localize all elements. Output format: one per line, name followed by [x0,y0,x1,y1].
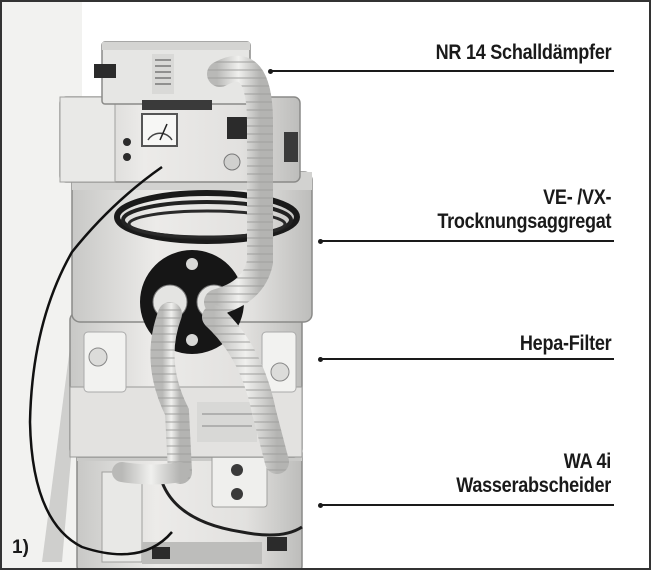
callout-silencer-line [272,70,614,72]
callout-drying-line [322,240,614,242]
callout-water-separator-line [322,504,614,506]
callout-water-separator-dot [318,503,323,508]
hoses [112,55,289,485]
figure-number: 1) [12,537,29,558]
callout-hepa-dot [318,357,323,362]
callout-drying-label: VE- /VX- Trocknungsaggregat [437,186,611,233]
callout-hepa-line [322,358,614,360]
callout-silencer-label: NR 14 Schalldämpfer [435,41,611,64]
silencer-unit [94,41,251,110]
callout-drying-dot [318,239,323,244]
callout-hepa-label: Hepa-Filter [519,332,612,355]
power-cable [28,165,173,556]
callout-silencer-dot [268,69,273,74]
callout-water-separator-label: WA 4i Wasserabscheider [456,450,611,497]
